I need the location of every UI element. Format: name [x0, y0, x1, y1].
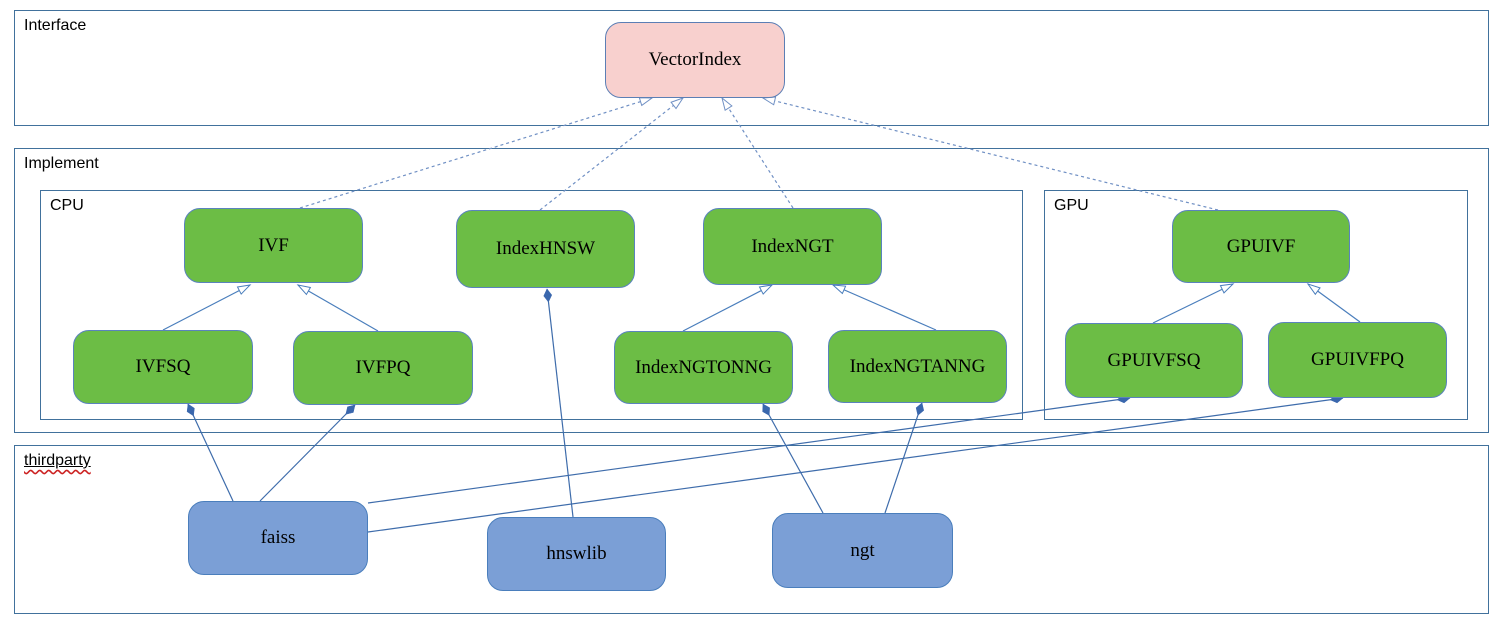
- node-vectorindex[interactable]: VectorIndex: [605, 22, 785, 98]
- node-gpuivfpq-label: GPUIVFPQ: [1311, 349, 1404, 370]
- node-gpuivfpq[interactable]: GPUIVFPQ: [1268, 322, 1447, 398]
- node-faiss-label: faiss: [260, 527, 296, 548]
- node-ivfsq[interactable]: IVFSQ: [73, 330, 253, 404]
- container-interface-label: Interface: [24, 17, 87, 34]
- node-hnswlib-label: hnswlib: [546, 543, 607, 564]
- node-indexngtonng-label: IndexNGTONNG: [635, 356, 772, 378]
- container-gpu-label: GPU: [1054, 197, 1089, 214]
- node-indexngt[interactable]: IndexNGT: [703, 208, 882, 285]
- node-indexngtanng-label: IndexNGTANNG: [849, 355, 986, 377]
- node-ivfpq[interactable]: IVFPQ: [293, 331, 473, 405]
- node-indexhnsw[interactable]: IndexHNSW: [456, 210, 635, 288]
- node-ivfsq-label: IVFSQ: [135, 356, 191, 377]
- node-gpuivfsq-label: GPUIVFSQ: [1107, 349, 1201, 371]
- node-gpuivf[interactable]: GPUIVF: [1172, 210, 1350, 283]
- node-ngt-label: ngt: [850, 539, 875, 561]
- node-ivf[interactable]: IVF: [184, 208, 363, 283]
- spellcheck-squiggle: thirdparty: [24, 452, 91, 469]
- node-hnswlib[interactable]: hnswlib: [487, 517, 666, 591]
- container-implement-label: Implement: [24, 155, 99, 172]
- node-gpuivfsq[interactable]: GPUIVFSQ: [1065, 323, 1243, 398]
- container-thirdparty-label: thirdparty: [24, 452, 91, 470]
- node-ngt[interactable]: ngt: [772, 513, 953, 588]
- node-indexngtonng[interactable]: IndexNGTONNG: [614, 331, 793, 404]
- node-ivfpq-label: IVFPQ: [355, 357, 411, 378]
- node-faiss[interactable]: faiss: [188, 501, 368, 575]
- node-ivf-label: IVF: [258, 234, 289, 256]
- node-indexhnsw-label: IndexHNSW: [495, 238, 596, 259]
- node-gpuivf-label: GPUIVF: [1226, 235, 1296, 257]
- node-indexngt-label: IndexNGT: [751, 235, 834, 257]
- container-cpu-label: CPU: [50, 197, 84, 214]
- node-indexngtanng[interactable]: IndexNGTANNG: [828, 330, 1007, 403]
- node-vectorindex-label: VectorIndex: [648, 49, 742, 70]
